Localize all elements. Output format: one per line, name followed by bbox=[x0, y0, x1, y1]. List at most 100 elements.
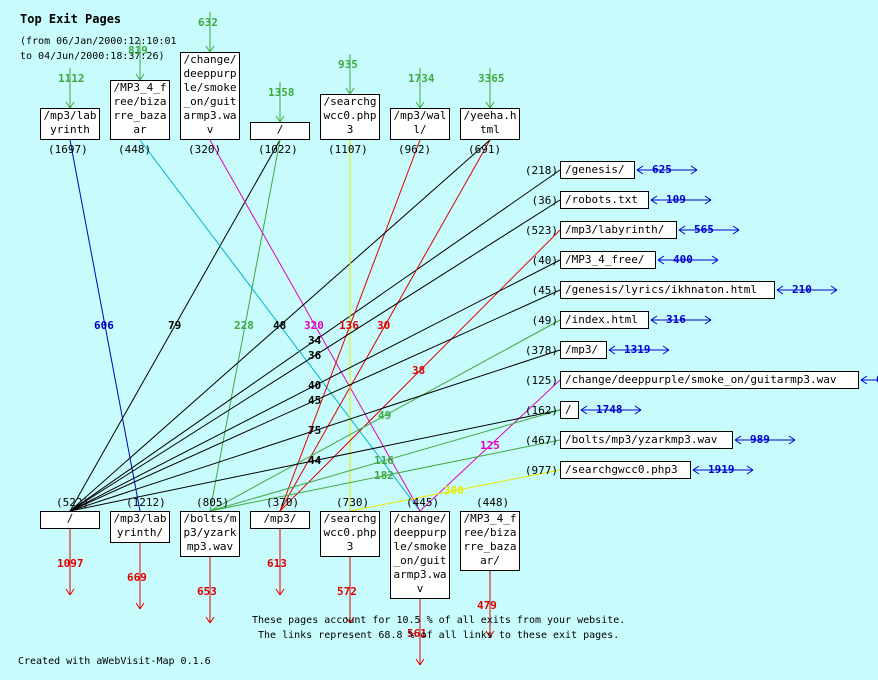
right-page-box[interactable]: / bbox=[560, 401, 579, 419]
outlink-count: 210 bbox=[792, 283, 812, 296]
link-count: 40 bbox=[308, 379, 322, 392]
arrow-head bbox=[776, 289, 784, 295]
arrow-head bbox=[734, 439, 742, 445]
arrow-head bbox=[349, 87, 355, 95]
arrow-head bbox=[634, 405, 642, 411]
arrow-head bbox=[65, 588, 71, 596]
exit-page-count: (1212) bbox=[126, 496, 166, 509]
exit-page-box[interactable]: /change/ deeppurp le/smoke _on/guit armp… bbox=[390, 511, 450, 599]
arrow-head bbox=[650, 195, 658, 201]
exit-page-box[interactable]: /mp3/lab yrinth/ bbox=[110, 511, 170, 543]
right-page-count: (36) bbox=[531, 194, 559, 207]
top-page-box[interactable]: /MP3_4_f ree/biza rre_baza ar bbox=[110, 80, 170, 140]
arrow-head bbox=[734, 435, 742, 441]
arrow-head bbox=[279, 588, 285, 596]
top-page-count: (320) bbox=[188, 143, 222, 156]
link-count: 182 bbox=[374, 469, 394, 482]
exit-page-count: (522) bbox=[56, 496, 90, 509]
arrow-head bbox=[650, 199, 658, 205]
top-page-count: (962) bbox=[398, 143, 432, 156]
arrow-head bbox=[279, 115, 285, 123]
right-page-count: (218) bbox=[524, 164, 558, 177]
right-page-box[interactable]: /bolts/mp3/yzarkmp3.wav bbox=[560, 431, 733, 449]
arrow-head bbox=[678, 225, 686, 231]
arrow-head bbox=[135, 602, 141, 610]
arrow-head bbox=[746, 469, 754, 475]
arrow-head bbox=[415, 101, 421, 109]
link-count: 300 bbox=[444, 484, 464, 497]
right-page-count: (523) bbox=[524, 224, 558, 237]
arrow-head bbox=[580, 405, 588, 411]
top-page-box[interactable]: /mp3/lab yrinth bbox=[40, 108, 100, 140]
right-page-box[interactable]: /mp3/ bbox=[560, 341, 607, 359]
arrow-head bbox=[345, 616, 351, 624]
arrow-head bbox=[608, 345, 616, 351]
right-page-box[interactable]: /searchgwcc0.php3 bbox=[560, 461, 691, 479]
exit-page-box[interactable]: /MP3_4_f ree/biza rre_baza ar/ bbox=[460, 511, 520, 571]
link-count: 136 bbox=[339, 319, 359, 332]
right-page-box[interactable]: /genesis/ bbox=[560, 161, 635, 179]
link-count: 75 bbox=[308, 424, 322, 437]
arrow-head bbox=[489, 630, 495, 638]
arrow-head bbox=[69, 101, 75, 109]
top-page-box[interactable]: /change/ deeppurp le/smoke _on/guit armp… bbox=[180, 52, 240, 140]
exit-page-box[interactable]: /mp3/ bbox=[250, 511, 310, 529]
right-page-box[interactable]: /mp3/labyrinth/ bbox=[560, 221, 677, 239]
arrow-head bbox=[275, 115, 281, 123]
link-line bbox=[209, 139, 421, 512]
link-line bbox=[69, 199, 561, 512]
exit-page-count: (445) bbox=[406, 496, 440, 509]
arrow-head bbox=[830, 289, 838, 295]
arrow-head bbox=[345, 87, 351, 95]
arrow-head bbox=[704, 319, 712, 325]
right-page-box[interactable]: /MP3_4_free/ bbox=[560, 251, 656, 269]
arrow-head bbox=[788, 435, 796, 441]
top-page-box[interactable]: /mp3/wal l/ bbox=[390, 108, 450, 140]
right-page-box[interactable]: /change/deeppurple/smoke_on/guitarmp3.wa… bbox=[560, 371, 859, 389]
exit-page-box[interactable]: / bbox=[40, 511, 100, 529]
right-page-box[interactable]: /robots.txt bbox=[560, 191, 649, 209]
link-line bbox=[349, 469, 561, 512]
arrow-head bbox=[650, 315, 658, 321]
right-page-box[interactable]: /genesis/lyrics/ikhnaton.html bbox=[560, 281, 775, 299]
link-count: 48 bbox=[273, 319, 287, 332]
right-page-count: (378) bbox=[524, 344, 558, 357]
top-page-box[interactable]: /yeeha.h tml bbox=[460, 108, 520, 140]
right-page-count: (162) bbox=[524, 404, 558, 417]
top-page-count: (1022) bbox=[258, 143, 298, 156]
arrow-head bbox=[860, 375, 868, 381]
period-end: to 04/Jun/2000:18:37:26) bbox=[20, 51, 165, 62]
top-page-count: (1107) bbox=[328, 143, 368, 156]
arrow-head bbox=[485, 101, 491, 109]
exit-page-box[interactable]: /bolts/m p3/yzark mp3.wav bbox=[180, 511, 240, 557]
link-line bbox=[69, 139, 141, 512]
arrow-head bbox=[580, 409, 588, 415]
link-count: 38 bbox=[412, 364, 426, 377]
exit-count: 572 bbox=[337, 585, 357, 598]
arrow-head bbox=[830, 285, 838, 291]
arrow-head bbox=[711, 255, 719, 261]
link-line bbox=[69, 409, 561, 512]
right-page-box[interactable]: /index.html bbox=[560, 311, 649, 329]
entry-count: 1358 bbox=[268, 86, 295, 99]
top-page-box[interactable]: / bbox=[250, 122, 310, 140]
exit-count: 653 bbox=[197, 585, 217, 598]
entry-count: 3365 bbox=[478, 72, 505, 85]
arrow-head bbox=[634, 409, 642, 415]
outlink-count: 625 bbox=[652, 163, 672, 176]
entry-count: 1112 bbox=[58, 72, 85, 85]
link-count: 228 bbox=[234, 319, 254, 332]
exit-page-box[interactable]: /searchg wcc0.php 3 bbox=[320, 511, 380, 557]
top-page-box[interactable]: /searchg wcc0.php 3 bbox=[320, 94, 380, 140]
arrow-head bbox=[209, 616, 215, 624]
link-count: 49 bbox=[378, 409, 392, 422]
link-count: 320 bbox=[304, 319, 324, 332]
link-count: 116 bbox=[374, 454, 394, 467]
credit-text: Created with aWebVisit-Map 0.1.6 bbox=[18, 656, 211, 667]
top-page-count: (448) bbox=[118, 143, 152, 156]
link-count: 34 bbox=[308, 334, 322, 347]
exit-share-text: These pages account for 10.5 % of all ex… bbox=[252, 615, 626, 626]
link-line bbox=[209, 319, 561, 512]
top-page-count: (1697) bbox=[48, 143, 88, 156]
arrow-head bbox=[275, 588, 281, 596]
